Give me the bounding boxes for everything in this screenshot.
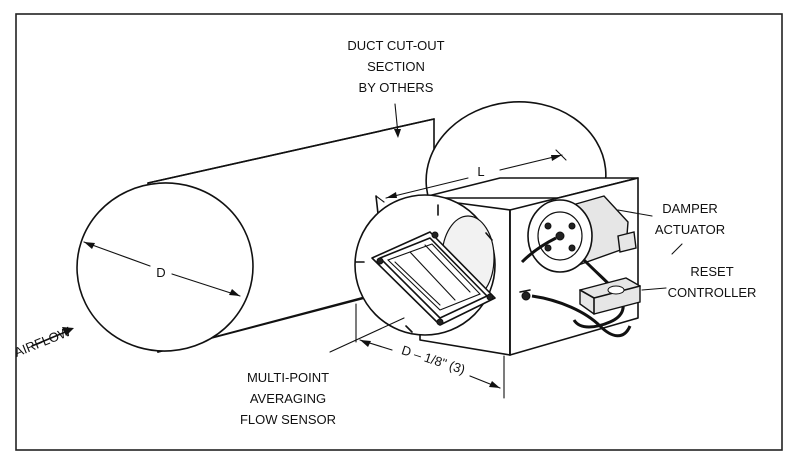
length-dimension [375,149,567,203]
leader-separator [671,243,683,255]
flow-sensor-detail [354,194,496,336]
label-diameter: D [156,265,165,280]
leader-damper-actuator [617,209,653,217]
svg-text:CONTROLLER: CONTROLLER [668,285,757,300]
airflow-arrow [31,327,74,347]
svg-text:AVERAGING: AVERAGING [250,391,326,406]
label-reset-controller: RESET CONTROLLER [668,264,757,300]
damper-actuator [527,195,637,273]
duct-end-opening [76,182,254,352]
svg-text:BY OTHERS: BY OTHERS [359,80,434,95]
label-box-dimension: D – 1/8" (3) [400,342,467,377]
label-length: L [477,164,484,179]
leader-reset-controller [641,287,667,291]
leader-flow-sensor [329,317,405,353]
label-airflow: AIRFLOW [12,324,73,360]
diameter-dimension [83,241,241,297]
label-duct-cutout: DUCT CUT-OUT SECTION BY OTHERS [347,38,444,95]
reset-controller [579,277,641,315]
svg-text:MULTI-POINT: MULTI-POINT [247,370,329,385]
svg-text:DUCT CUT-OUT: DUCT CUT-OUT [347,38,444,53]
svg-text:SECTION: SECTION [367,59,425,74]
control-wiring [519,236,632,338]
box-dimension [355,303,505,399]
svg-text:DAMPER: DAMPER [662,201,718,216]
svg-text:FLOW SENSOR: FLOW SENSOR [240,412,336,427]
diagram-border [15,13,783,451]
label-flow-sensor: MULTI-POINT AVERAGING FLOW SENSOR [240,370,336,427]
label-damper-actuator: DAMPER ACTUATOR [655,201,725,237]
svg-text:RESET: RESET [690,264,733,279]
svg-text:ACTUATOR: ACTUATOR [655,222,725,237]
